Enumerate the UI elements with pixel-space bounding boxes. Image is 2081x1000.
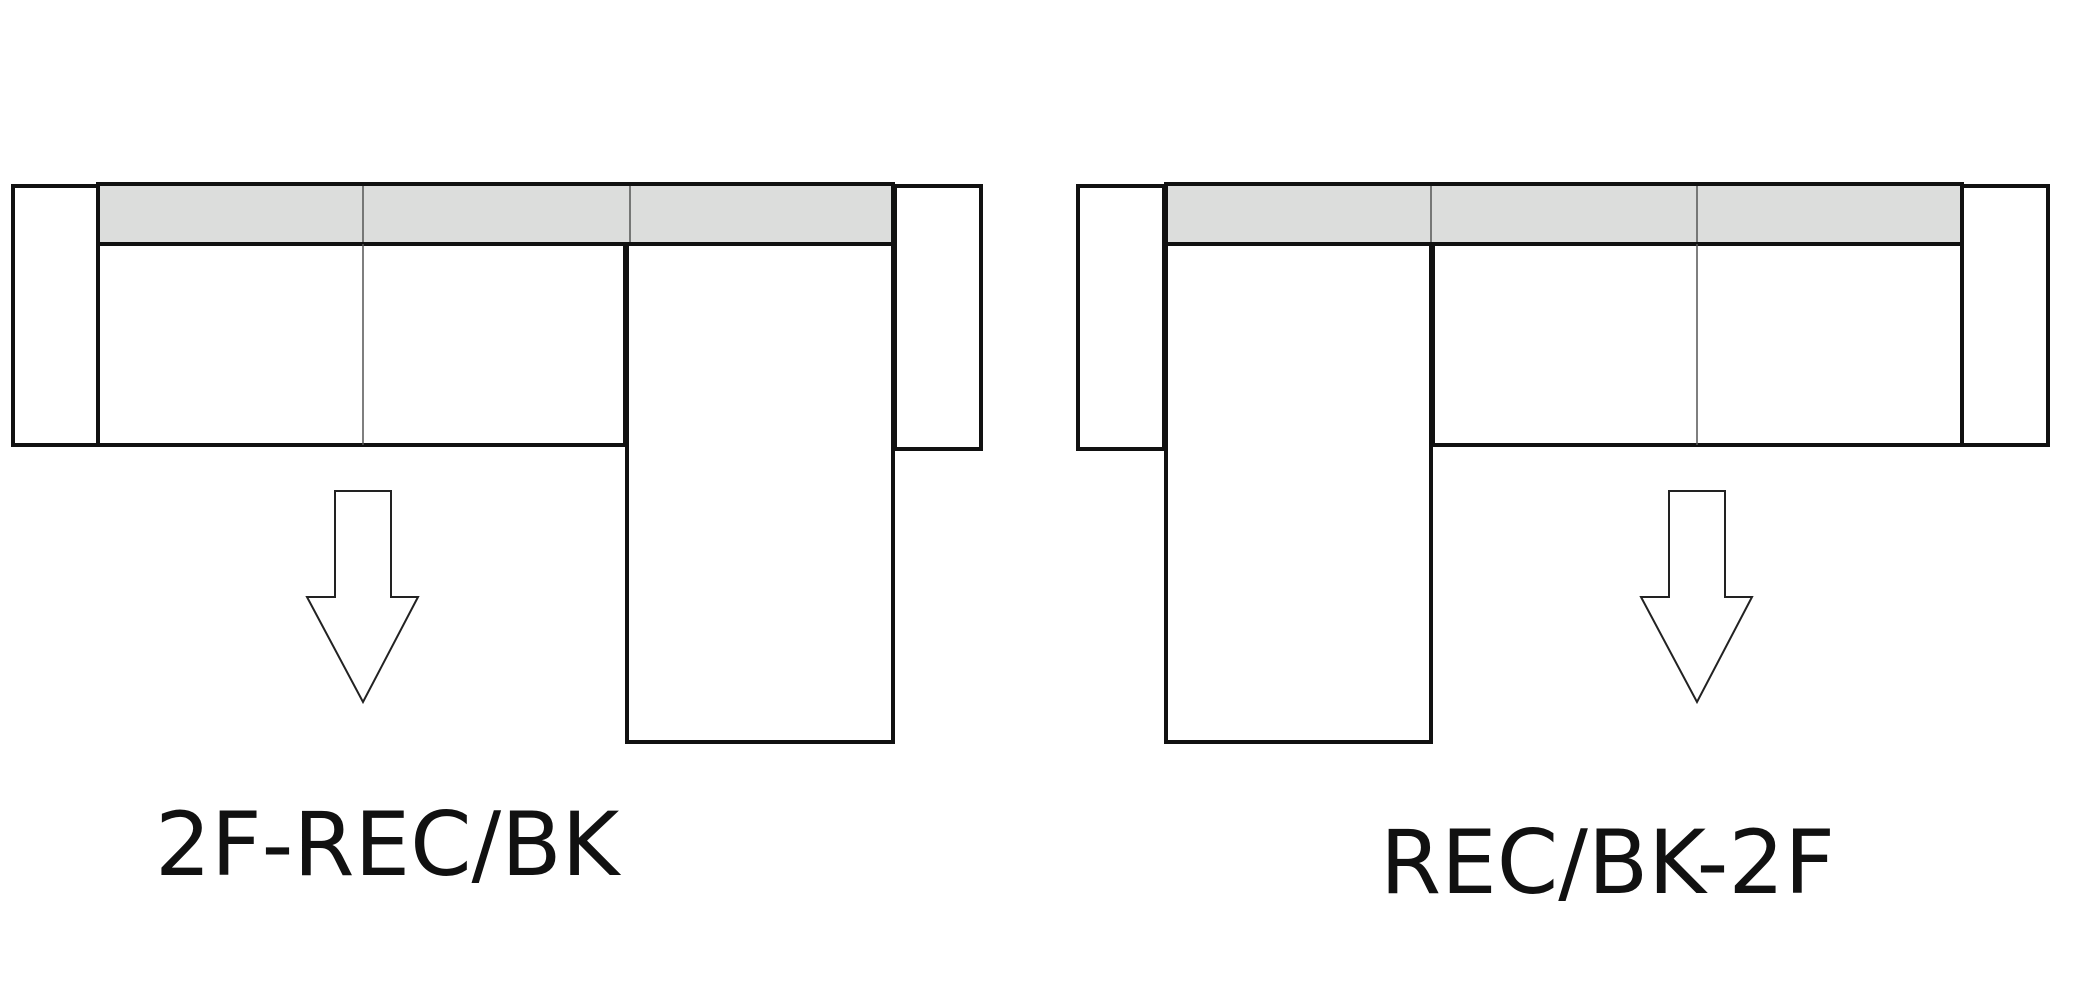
left-armrest <box>1076 184 1166 451</box>
sofa-config-rec-bk-2f: REC/BK-2F <box>1076 182 2050 914</box>
right-armrest <box>1960 184 2050 447</box>
down-arrow-icon <box>1639 490 1754 705</box>
recliner-chaise <box>1164 242 1433 744</box>
sofa-config-2f-rec-bk: 2F-REC/BK <box>11 182 983 896</box>
fixed-seats <box>96 242 627 447</box>
recliner-chaise <box>625 242 895 744</box>
backrest <box>96 182 895 246</box>
down-arrow-icon <box>305 490 420 705</box>
right-armrest <box>893 184 983 451</box>
left-armrest <box>11 184 100 447</box>
config-label: REC/BK-2F <box>1380 811 1835 914</box>
config-label: 2F-REC/BK <box>155 793 622 896</box>
backrest <box>1164 182 1964 246</box>
